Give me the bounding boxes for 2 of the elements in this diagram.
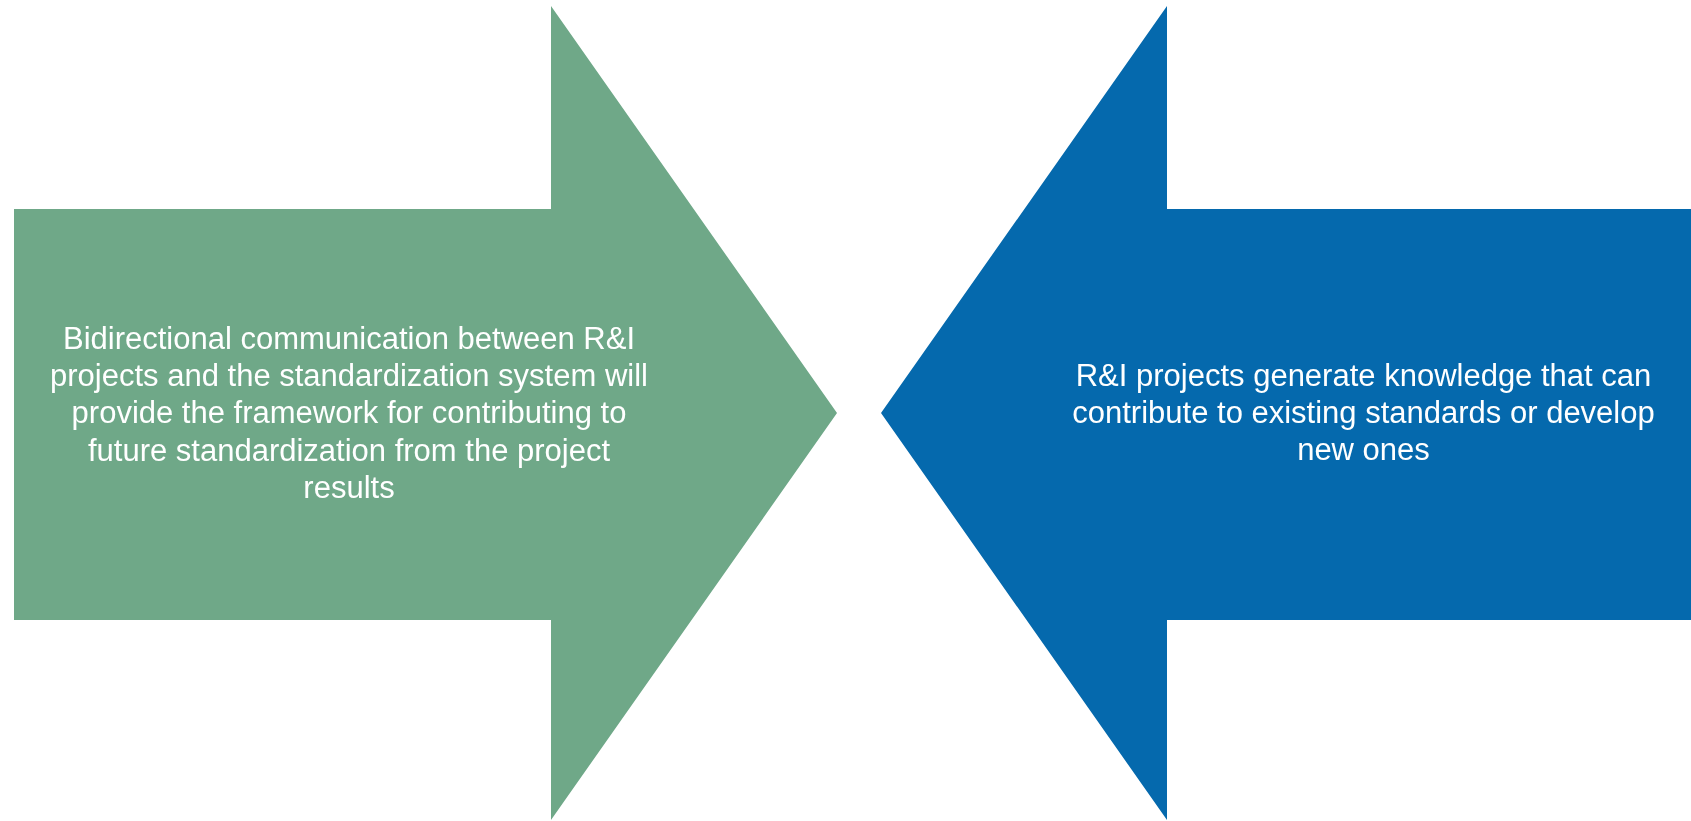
- arrow-text: R&I projects generate knowledge that can contribute to existing standards or develop new ones: [1071, 357, 1656, 469]
- arrow-text: Bidirectional communication between R&I projects and the standardization system will provide the framework for contributing to future standardization from the project results: [49, 320, 649, 506]
